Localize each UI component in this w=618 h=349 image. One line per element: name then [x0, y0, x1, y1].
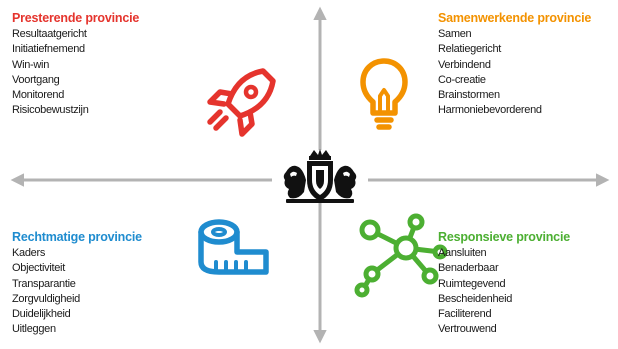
list-item: Objectiviteit: [12, 262, 65, 275]
list-item: Win-win: [12, 58, 50, 71]
list-item: Initiatiefnemend: [12, 43, 85, 56]
list-item: Duidelijkheid: [12, 308, 71, 321]
measuring-tape-icon: [198, 219, 269, 275]
list-item: Brainstormen: [438, 89, 500, 102]
list-item: Risicobewustzijn: [12, 104, 89, 117]
list-item: Harmoniebevorderend: [438, 104, 542, 117]
list-item: Verbindend: [438, 58, 491, 71]
quadrant-title: Rechtmatige provincie: [12, 230, 142, 244]
list-item: Ruimtegevend: [438, 277, 506, 290]
list-item: Relatiegericht: [438, 43, 502, 56]
lightbulb-icon: [360, 58, 408, 130]
quadrant-title: Samenwerkende provincie: [438, 11, 592, 25]
list-item: Aansluiten: [438, 247, 487, 259]
list-item: Co-creatie: [438, 73, 486, 86]
list-item: Vertrouwend: [438, 323, 497, 336]
list-item: Kaders: [12, 247, 46, 259]
network-icon: [354, 213, 448, 298]
list-item: Benaderbaar: [438, 262, 499, 275]
list-item: Resultaatgericht: [12, 28, 87, 40]
quadrant-title: Presterende provincie: [12, 11, 140, 25]
list-item: Transparantie: [12, 277, 76, 290]
list-item: Voortgang: [12, 73, 60, 86]
list-item: Monitorend: [12, 89, 65, 102]
rocket-icon: [207, 68, 276, 137]
list-item: Samen: [438, 28, 472, 40]
list-item: Bescheidenheid: [438, 292, 513, 305]
axes: [10, 6, 610, 344]
quadrant-title: Responsieve provincie: [438, 230, 570, 244]
coat-of-arms-icon: [283, 149, 357, 203]
list-item: Uitleggen: [12, 323, 56, 336]
list-item: Faciliterend: [438, 308, 492, 321]
list-item: Zorgvuldigheid: [12, 292, 80, 305]
